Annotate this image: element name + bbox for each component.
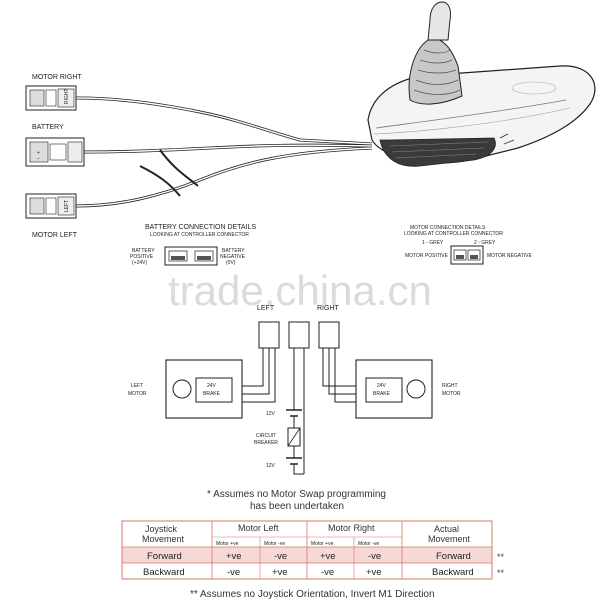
battery-12v-upper: 12V — [266, 411, 276, 417]
motor-details-title: MOTOR CONNECTION DETAILS — [410, 225, 486, 231]
battery-positive-line1: BATTERY — [132, 248, 155, 254]
row-forward-move: Forward — [147, 551, 182, 562]
watermark: trade.china.cn — [168, 267, 432, 314]
header-joystick-1: Joystick — [145, 524, 178, 534]
row-backward-left-pos: -ve — [227, 567, 240, 578]
sub-right-neg: Motor -ve — [358, 541, 379, 547]
battery-positive-line3: (+24V) — [132, 260, 147, 266]
motor-pin2-label: 2 - GREY — [474, 240, 496, 246]
battery-positive-line2: POSITIVE — [130, 254, 154, 260]
battery-label: BATTERY — [32, 124, 64, 131]
schematic: LEFT RIGHT 24V BRAKE LEFT MOTOR 24V BRAK… — [128, 305, 461, 475]
row-forward-right-neg: -ve — [368, 551, 381, 562]
schematic-left-label: LEFT — [257, 305, 275, 312]
row-backward-left-neg: +ve — [272, 567, 288, 578]
motor-right-label: MOTOR RIGHT — [32, 74, 82, 81]
battery-negative-line2: NEGATIVE — [220, 254, 246, 260]
right-brake-box — [365, 377, 403, 403]
sub-left-neg: Motor -ve — [264, 541, 285, 547]
row-backward-right-pos: -ve — [321, 567, 334, 578]
motor-connection-details: MOTOR CONNECTION DETAILS LOOKING AT CONT… — [404, 225, 532, 265]
row-backward-mark: ** — [497, 568, 505, 578]
svg-text:−: − — [37, 156, 40, 162]
right-motor-symbol — [406, 379, 426, 399]
schematic-right-label: RIGHT — [317, 305, 340, 312]
circuit-breaker-label-1: CIRCUIT — [256, 433, 276, 439]
left-brake-label-2: BRAKE — [203, 391, 221, 397]
sub-left-pos: Motor +ve — [216, 541, 239, 547]
row-forward-right-pos: +ve — [320, 551, 336, 562]
joystick-controller — [367, 1, 596, 167]
battery-cell-upper — [286, 409, 302, 417]
header-actual-2: Movement — [428, 534, 471, 544]
battery-cell-lower — [286, 457, 302, 465]
right-brake-label-1: 24V — [377, 383, 387, 389]
row-backward-right-neg: +ve — [366, 567, 382, 578]
left-motor-label-1: LEFT — [131, 383, 143, 389]
header-actual-1: Actual — [434, 524, 459, 534]
motor-direction-table: Joystick Movement Motor Left Motor Right… — [121, 520, 505, 580]
battery-details-title: BATTERY CONNECTION DETAILS — [145, 224, 256, 231]
motor-right-connector: RIGHT — [25, 85, 77, 111]
left-motor-plug — [258, 321, 280, 349]
left-brake-box — [195, 377, 233, 403]
row-backward-actual: Backward — [432, 567, 474, 578]
motor-details-subtitle: LOOKING AT CONTROLLER CONNECTOR — [404, 231, 503, 237]
battery-details-subtitle: LOOKING AT CONTROLLER CONNECTOR — [150, 232, 249, 238]
motor-left-label: MOTOR LEFT — [32, 232, 78, 239]
header-motor-left: Motor Left — [238, 523, 279, 533]
right-motor-label-1: RIGHT — [442, 383, 458, 389]
note-joystick-orientation: ** Assumes no Joystick Orientation, Inve… — [190, 589, 435, 600]
battery-plug — [288, 321, 310, 349]
motor-positive-label: MOTOR POSITIVE — [405, 253, 449, 259]
motor-left-connector: LEFT — [25, 193, 77, 219]
note-motor-swap-line2: has been undertaken — [250, 501, 344, 512]
header-motor-right: Motor Right — [328, 523, 375, 533]
motor-left-connector-text: LEFT — [64, 200, 70, 212]
sub-right-pos: Motor +ve — [311, 541, 334, 547]
battery-negative-line1: BATTERY — [222, 248, 245, 254]
battery-12v-lower: 12V — [266, 463, 276, 469]
left-brake-label-1: 24V — [207, 383, 217, 389]
motor-negative-label: MOTOR NEGATIVE — [487, 253, 532, 259]
right-brake-label-2: BRAKE — [373, 391, 391, 397]
left-motor-label-2: MOTOR — [128, 391, 147, 397]
harness-cables — [75, 96, 373, 208]
right-motor-label-2: MOTOR — [442, 391, 461, 397]
row-backward-move: Backward — [143, 567, 185, 578]
circuit-breaker-label-2: BREAKER — [254, 440, 278, 446]
battery-negative-line3: (0V) — [226, 260, 236, 266]
row-forward-mark: ** — [497, 552, 505, 562]
left-motor-symbol — [172, 379, 192, 399]
right-motor-plug — [318, 321, 340, 349]
note-motor-swap-line1: * Assumes no Motor Swap programming — [207, 489, 386, 500]
row-forward-left-neg: -ve — [274, 551, 287, 562]
header-joystick-2: Movement — [142, 534, 185, 544]
row-forward-actual: Forward — [436, 551, 471, 562]
battery-connector: + − — [25, 137, 85, 167]
motor-pin1-label: 1 - GREY — [422, 240, 444, 246]
battery-connection-details: BATTERY CONNECTION DETAILS LOOKING AT CO… — [130, 224, 256, 266]
motor-right-connector-text: RIGHT — [64, 88, 70, 104]
row-forward-left-pos: +ve — [226, 551, 242, 562]
svg-text:+: + — [37, 150, 40, 156]
